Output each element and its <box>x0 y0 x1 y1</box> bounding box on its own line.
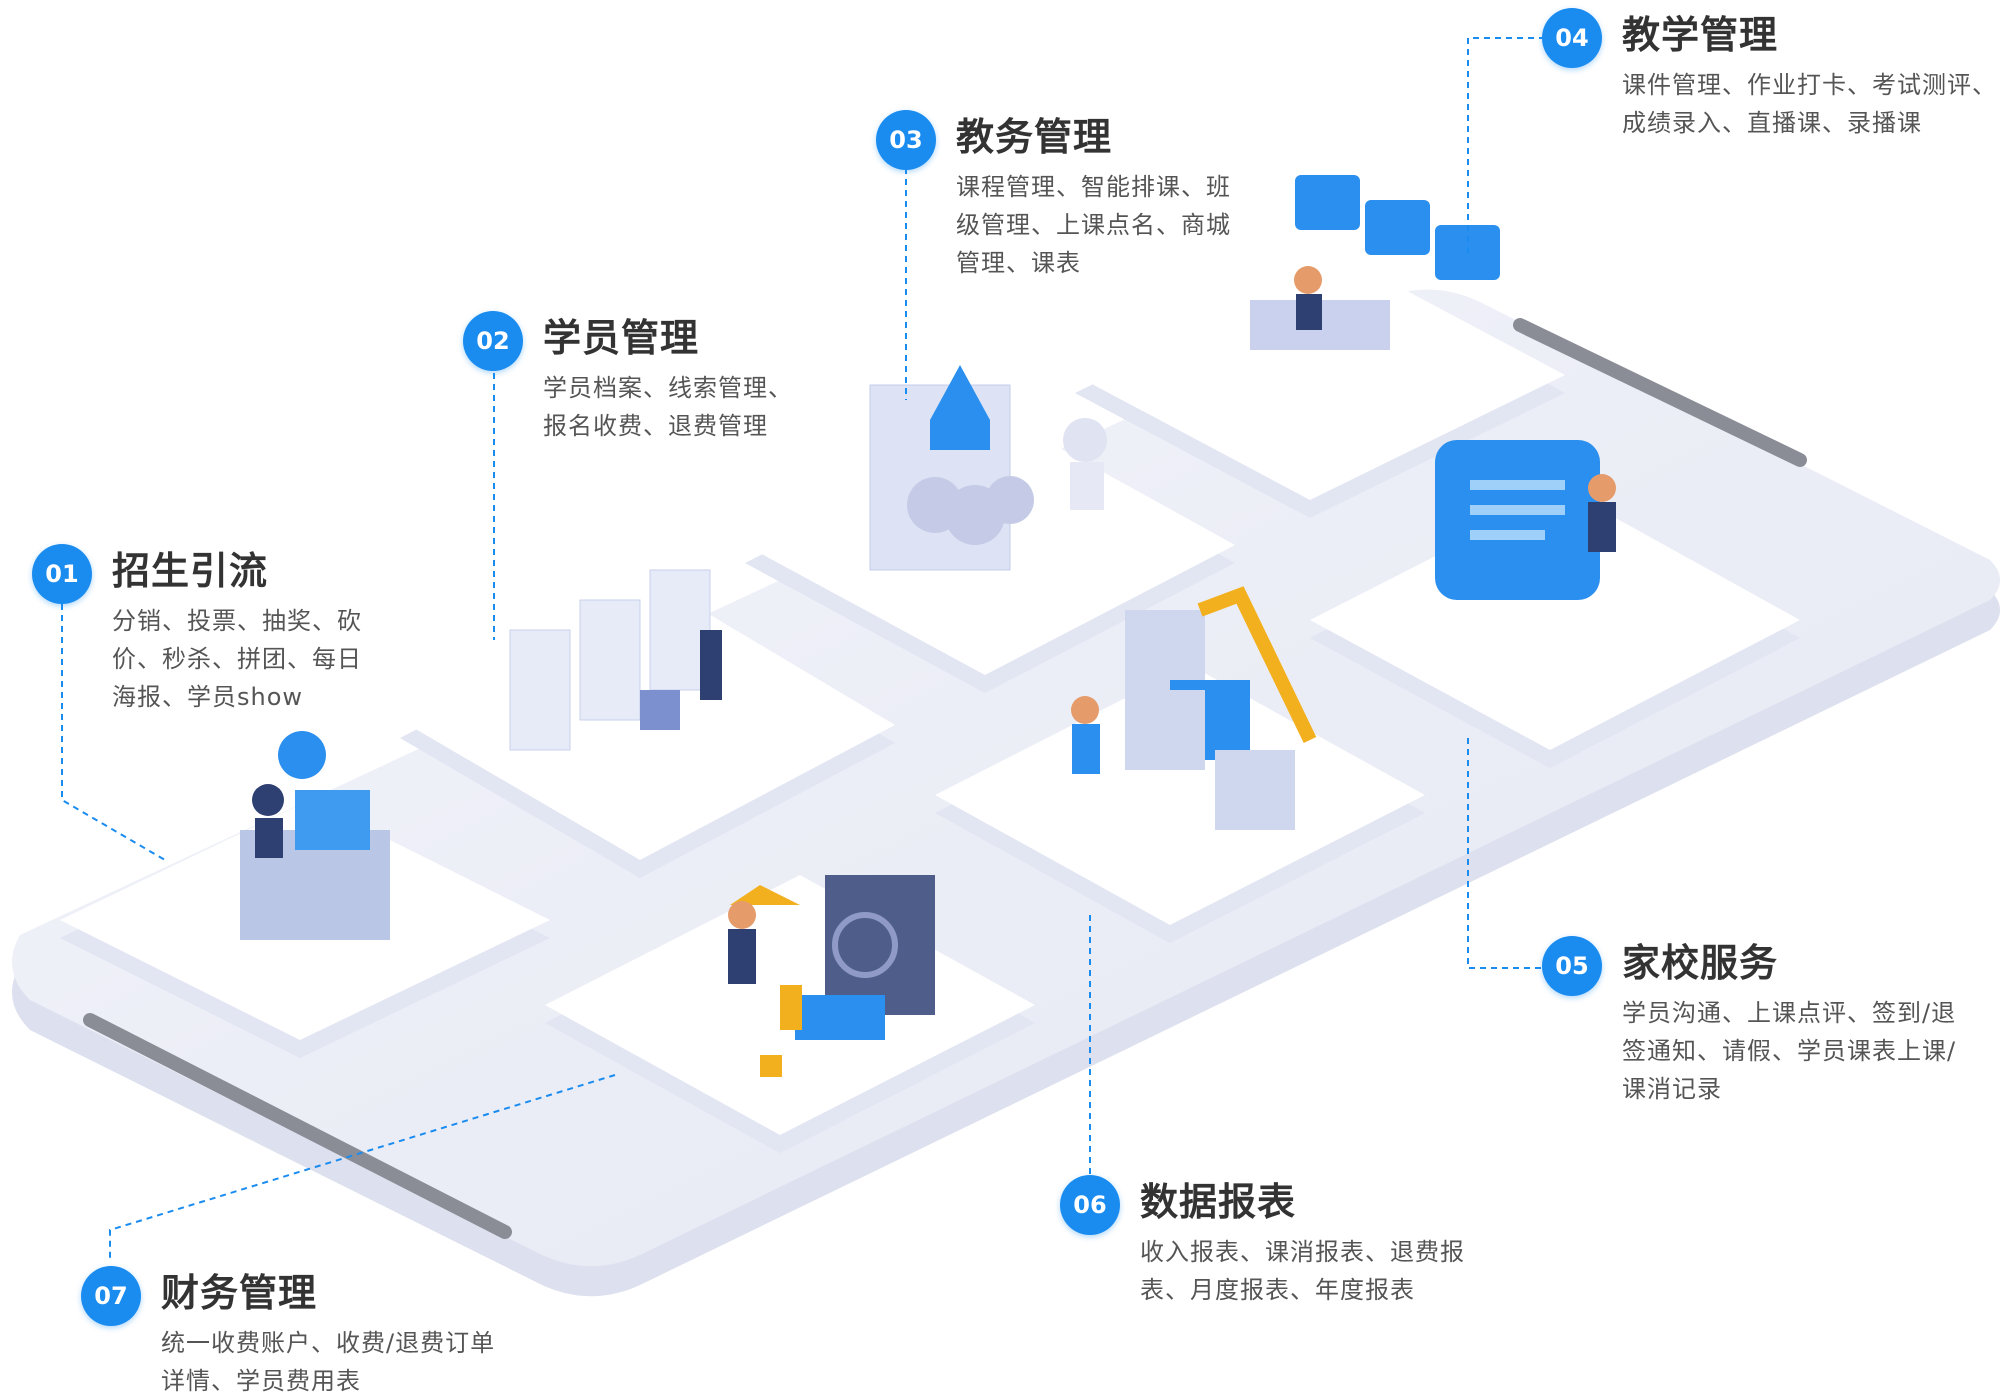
badge-07: 07 <box>81 1266 141 1326</box>
module-desc: 分销、投票、抽奖、砍 价、秒杀、拼团、每日 海报、学员show <box>112 607 362 711</box>
tile-finance <box>545 875 1035 1153</box>
badge-04: 04 <box>1542 8 1602 68</box>
module-desc: 统一收费账户、收费/退费订单 详情、学员费用表 <box>161 1329 496 1395</box>
tile-growth <box>935 586 1425 943</box>
tile-recruit <box>60 731 550 1058</box>
module-desc: 收入报表、课消报表、退费报 表、月度报表、年度报表 <box>1140 1238 1465 1304</box>
module-desc: 课件管理、作业打卡、考试测评、 成绩录入、直播课、录播课 <box>1622 71 1997 137</box>
badge-05: 05 <box>1542 936 1602 996</box>
module-title: 教学管理 <box>1622 13 1779 57</box>
leader-01 <box>61 604 166 861</box>
module-title: 学员管理 <box>543 316 700 360</box>
module-title: 教务管理 <box>956 115 1113 159</box>
module-title: 招生引流 <box>112 549 269 593</box>
leader-lines <box>61 37 1545 1260</box>
badge-03: 03 <box>876 110 936 170</box>
tile-home-school <box>1310 440 1800 768</box>
leader-07 <box>109 1074 616 1260</box>
badge-02: 02 <box>463 311 523 371</box>
module-desc: 课程管理、智能排课、班 级管理、上课点名、商城 管理、课表 <box>956 173 1231 277</box>
leader-04 <box>1467 37 1545 255</box>
module-desc: 学员档案、线索管理、 报名收费、退费管理 <box>543 374 793 440</box>
module-title: 家校服务 <box>1622 941 1779 985</box>
badge-01: 01 <box>32 544 92 604</box>
tile-students <box>400 569 895 878</box>
badge-06: 06 <box>1060 1175 1120 1235</box>
module-title: 财务管理 <box>161 1271 318 1315</box>
module-desc: 学员沟通、上课点评、签到/退 签通知、请假、学员课表上课/ 课消记录 <box>1622 999 1957 1103</box>
tile-academic <box>745 365 1235 693</box>
module-title: 数据报表 <box>1140 1180 1297 1224</box>
